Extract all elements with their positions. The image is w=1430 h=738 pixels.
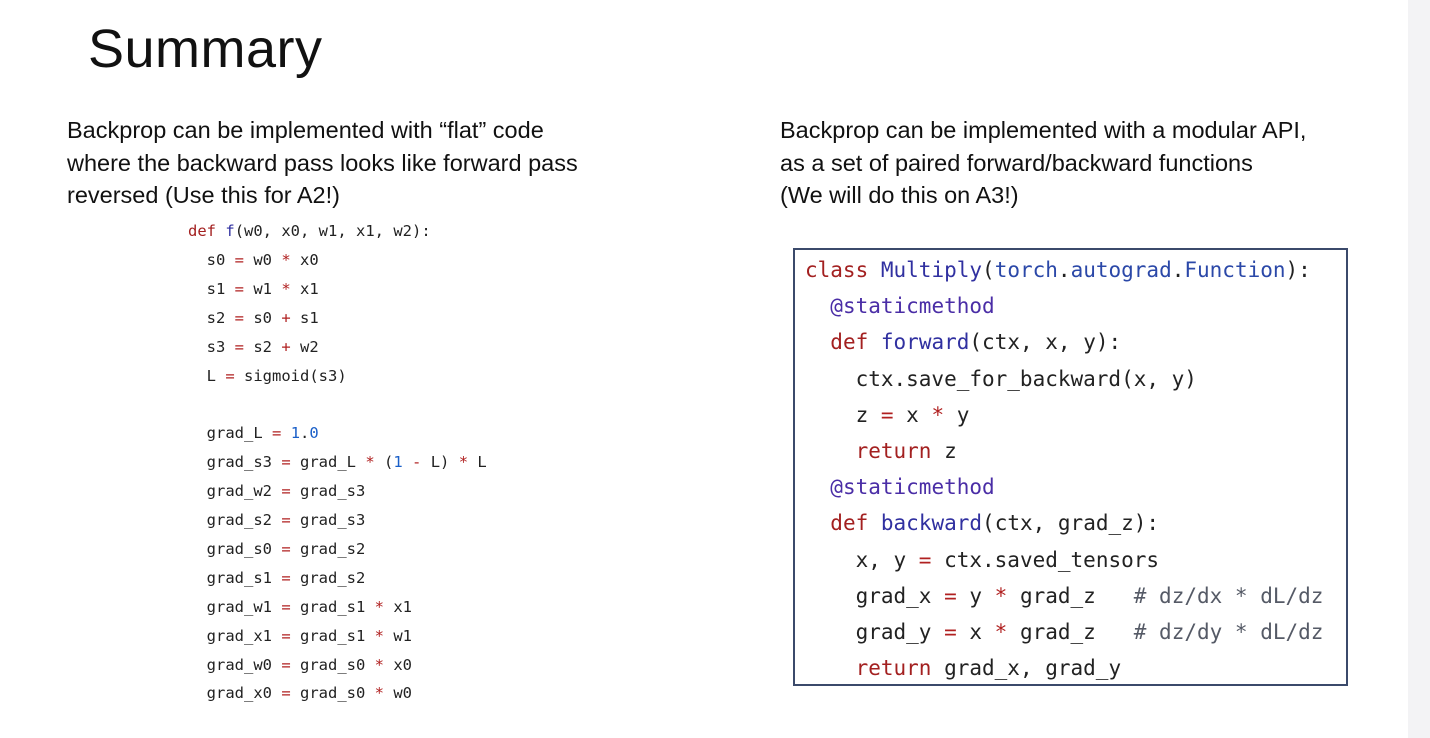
flat-code-line: grad_s2 = grad_s3 (188, 511, 366, 529)
flat-code-line: grad_s1 = grad_s2 (188, 568, 366, 587)
desc-line: as a set of paired forward/backward func… (780, 149, 1253, 176)
flat-code-line: s3 = s2 + w2 (188, 337, 319, 356)
flat-code-line: L = sigmoid(s3) (188, 366, 347, 385)
modular-code-line: return grad_x, grad_y (855, 656, 1122, 681)
desc-line: Backprop can be implemented with “flat” … (67, 117, 544, 143)
flat-code-line: s1 = w1 * x1 (188, 279, 319, 298)
flat-code-line: grad_x1 = grad_s1 * w1 (188, 626, 413, 645)
modular-code-line: ctx.save_for_backward(x, y) (805, 366, 1197, 391)
modular-code-line: grad_x = y * grad_z # dz/dx * dL/dz (805, 583, 1324, 608)
modular-code-box: class Multiply(torch.autograd.Function):… (793, 248, 1348, 686)
flat-code-line: grad_w1 = grad_s1 * x1 (188, 597, 413, 616)
modular-code-line: z = x * y (805, 402, 970, 427)
modular-code-line: def forward(ctx, x, y): (830, 330, 1122, 355)
flat-code-line: grad_s0 = grad_s2 (188, 539, 366, 558)
flat-code-line: s0 = w0 * x0 (188, 250, 319, 269)
desc-line: (We will do this on A3!) (780, 182, 1019, 208)
flat-code-line: grad_s3 = grad_L * (1 - L) * L (188, 453, 487, 472)
desc-line: Backprop can be implemented with a modul… (780, 117, 1307, 143)
modular-code-line: class Multiply(torch.autograd.Function): (805, 258, 1311, 282)
modular-code-line: def backward(ctx, grad_z): (830, 511, 1160, 536)
modular-code-line: return z (855, 439, 957, 463)
modular-code-line: grad_y = x * grad_z # dz/dy * dL/dz (805, 620, 1324, 644)
flat-code-line: grad_w2 = grad_s3 (188, 482, 366, 501)
modular-code-line: @staticmethod (830, 475, 995, 500)
flat-code-line: grad_x0 = grad_s0 * w0 (188, 684, 413, 703)
flat-code-description: Backprop can be implemented with “flat” … (67, 114, 578, 212)
slide-title: Summary (88, 19, 323, 79)
flat-code-line: def f(w0, x0, w1, x1, w2): (188, 222, 431, 240)
right-edge-strip (1408, 0, 1430, 738)
modular-api-description: Backprop can be implemented with a modul… (780, 114, 1306, 212)
flat-code-line: grad_w0 = grad_s0 * x0 (188, 655, 413, 674)
desc-line: where the backward pass looks like forwa… (67, 149, 578, 176)
flat-code-line: grad_L = 1.0 (188, 424, 319, 443)
modular-code-line: x, y = ctx.saved_tensors (805, 547, 1160, 572)
flat-code-line: s2 = s0 + s1 (188, 308, 319, 327)
desc-line: reversed (Use this for A2!) (67, 182, 340, 208)
modular-code-line: @staticmethod (830, 294, 995, 319)
